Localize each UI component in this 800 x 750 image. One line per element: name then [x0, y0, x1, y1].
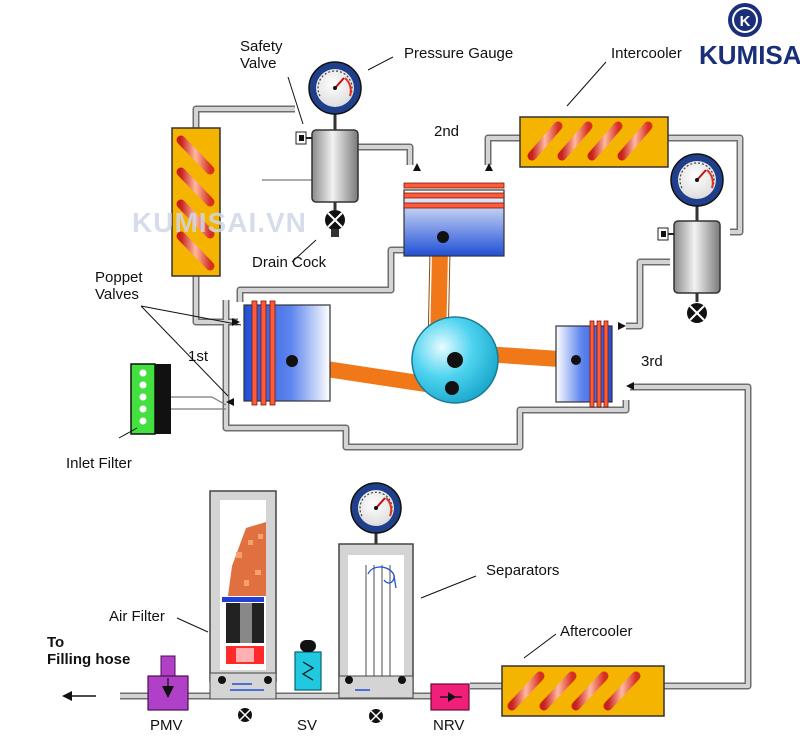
crankshaft	[411, 316, 499, 404]
label-pressure-gauge: Pressure Gauge	[404, 45, 514, 62]
nrv-valve	[430, 683, 470, 711]
label-poppet-valves: Poppet Valves	[95, 269, 143, 303]
label-intercooler: Intercooler	[611, 45, 682, 62]
sv-valve	[294, 640, 322, 691]
label-air-filter: Air Filter	[109, 608, 165, 625]
brand-logo: K	[728, 3, 762, 37]
watermark: KUMISAI.VN	[132, 207, 307, 238]
arrow-3rd-in	[618, 322, 626, 330]
label-to-filling-hose: To Filling hose	[47, 634, 131, 668]
label-third-stage: 3rd	[641, 353, 663, 370]
brand-name: KUMISAI	[699, 40, 800, 70]
label-nrv: NRV	[433, 717, 465, 734]
safety-valve-unit	[295, 112, 359, 237]
label-drain-cock: Drain Cock	[252, 254, 327, 271]
arrow-2nd-left	[413, 163, 421, 171]
arrow-outlet	[62, 691, 72, 701]
arrow-2nd-right	[485, 163, 493, 171]
first-stage-piston	[243, 300, 331, 406]
separator-unit	[338, 519, 414, 723]
flow-arrows	[62, 163, 634, 701]
label-aftercooler: Aftercooler	[560, 623, 633, 640]
air-filter	[209, 490, 277, 722]
inlet-filter	[130, 363, 171, 435]
arrow-1st-out	[226, 398, 234, 406]
label-sv: SV	[297, 717, 318, 734]
label-inlet-filter: Inlet Filter	[66, 455, 132, 472]
intercooler	[519, 116, 669, 168]
pmv-valve	[147, 655, 189, 711]
third-stage-piston	[555, 320, 613, 408]
pressure-gauge-icon-2	[670, 153, 724, 207]
label-separators: Separators	[486, 562, 560, 579]
pressure-gauge-icon-3	[350, 482, 402, 534]
brand-logo-letter: K	[740, 13, 751, 30]
interstage-separator	[657, 204, 721, 323]
pressure-gauge-icon	[308, 61, 362, 115]
aftercooler	[501, 665, 665, 717]
label-second-stage: 2nd	[434, 123, 460, 140]
label-leaders	[118, 56, 607, 659]
arrow-3rd-out	[626, 382, 634, 390]
second-stage-piston	[403, 182, 505, 257]
label-pmv: PMV	[150, 717, 183, 734]
label-safety-valve: Safety Valve	[240, 38, 283, 72]
first-stage-cooler	[171, 127, 221, 277]
label-first-stage: 1st	[188, 348, 209, 365]
